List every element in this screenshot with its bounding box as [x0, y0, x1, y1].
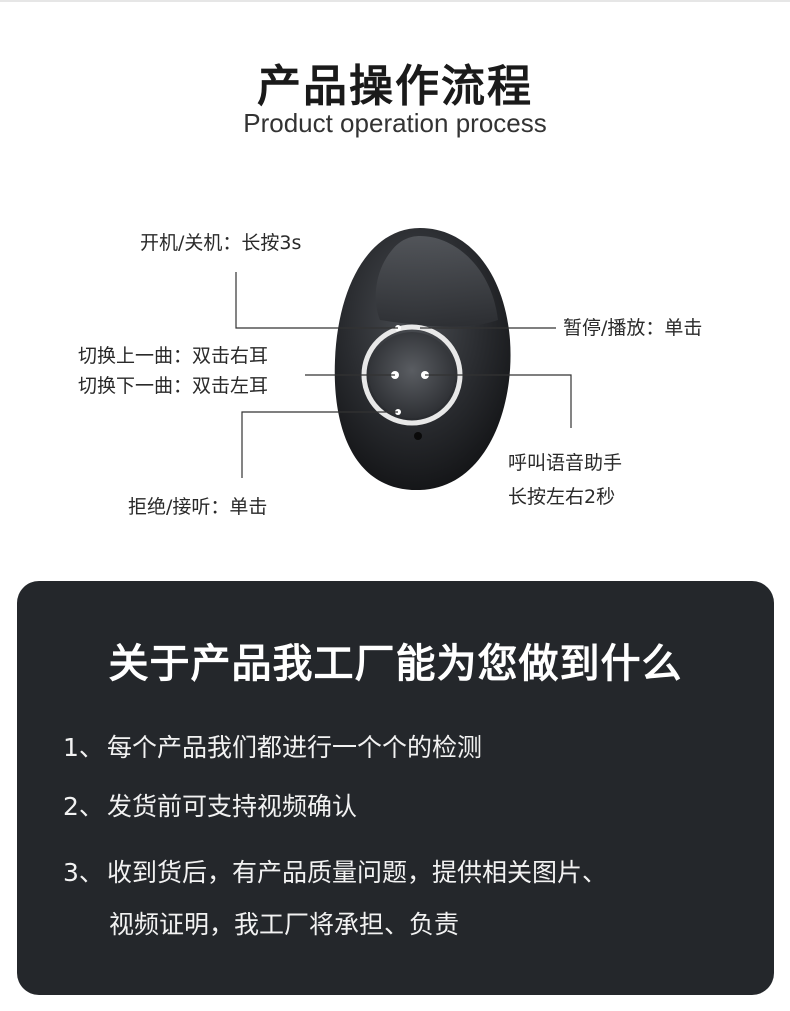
item-text: 发货前可支持视频确认 [107, 792, 358, 821]
item-number: 3、 [63, 858, 104, 887]
top-divider [0, 0, 790, 2]
earbud-illustration [235, 228, 572, 491]
panel-title: 关于产品我工厂能为您做到什么 [108, 641, 683, 687]
item-number: 1、 [63, 733, 104, 762]
page-title: 产品操作流程 [257, 61, 533, 112]
guarantee-item-1: 1、每个产品我们都进行一个个的检测 [63, 728, 482, 764]
label-voice-assistant-line1: 呼叫语音助手 [508, 452, 623, 474]
item-text: 每个产品我们都进行一个个的检测 [107, 733, 483, 762]
label-power: 开机/关机：长按3s [140, 232, 302, 254]
touch-pad [369, 332, 455, 418]
mic-hole [414, 432, 422, 440]
label-reject-answer: 拒绝/接听：单击 [128, 496, 268, 518]
operation-diagram: 开机/关机：长按3s 暂停/播放：单击 切换上一曲：双击右耳 切换下一曲：双击左… [78, 228, 703, 518]
guarantee-item-3: 3、收到货后，有产品质量问题，提供相关图片、 [63, 853, 607, 889]
factory-guarantee-panel: 关于产品我工厂能为您做到什么 1、每个产品我们都进行一个个的检测 2、发货前可支… [17, 581, 774, 995]
page-subtitle: Product operation process [243, 108, 547, 138]
item-number: 2、 [63, 792, 104, 821]
guarantee-item-3-continued: 视频证明，我工厂将承担、负责 [109, 910, 460, 939]
label-next-track: 切换下一曲：双击左耳 [78, 375, 269, 397]
item-text: 收到货后，有产品质量问题，提供相关图片、 [107, 858, 608, 887]
label-prev-track: 切换上一曲：双击右耳 [78, 345, 269, 367]
guarantee-item-2: 2、发货前可支持视频确认 [63, 787, 357, 823]
earbud-top-cap [375, 236, 498, 327]
leader-lines [235, 272, 572, 478]
label-voice-assistant-line2: 长按左右2秒 [508, 486, 616, 508]
label-pause-play: 暂停/播放：单击 [563, 317, 703, 339]
